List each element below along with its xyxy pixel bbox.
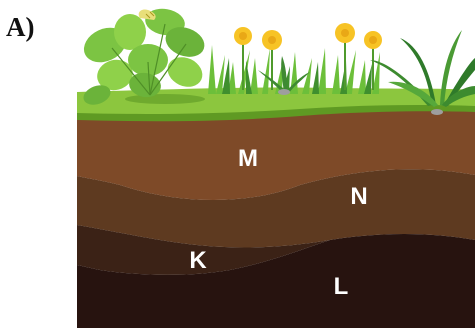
layer-label-k: K	[189, 247, 207, 274]
stone	[278, 89, 290, 95]
stone	[431, 109, 443, 115]
layer-label-l: L	[334, 273, 349, 300]
grass-shadow	[125, 94, 205, 104]
layer-label-m: M	[238, 145, 258, 172]
layer-label-n: N	[350, 183, 367, 210]
